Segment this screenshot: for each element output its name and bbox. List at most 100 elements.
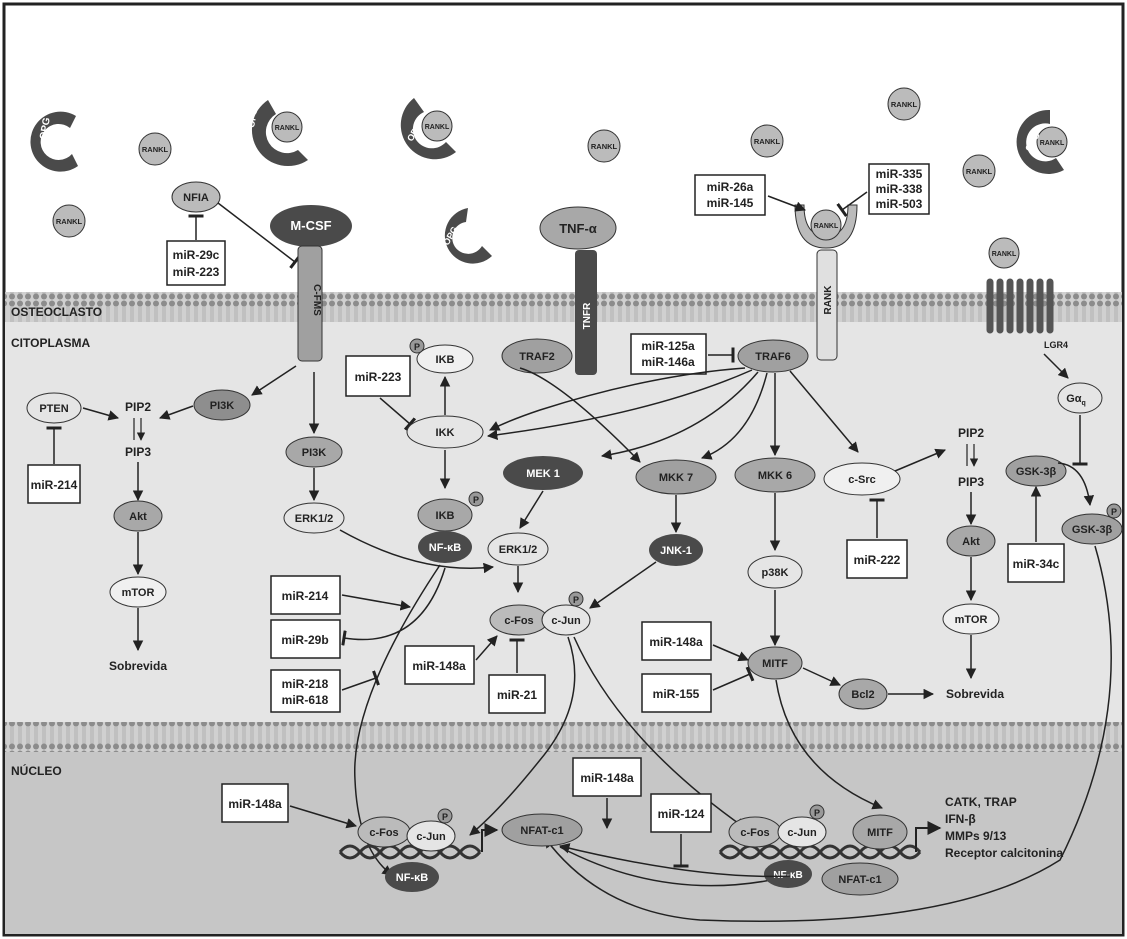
svg-text:miR-124: miR-124 — [658, 807, 705, 821]
svg-text:PIP3: PIP3 — [125, 445, 151, 459]
svg-text:ERK1/2: ERK1/2 — [499, 544, 538, 556]
svg-text:IKK: IKK — [436, 427, 455, 439]
svg-text:JNK-1: JNK-1 — [660, 545, 692, 557]
svg-text:MITF: MITF — [762, 658, 788, 670]
svg-text:RANKL: RANKL — [425, 124, 450, 131]
svg-text:miR-155: miR-155 — [653, 687, 700, 701]
svg-text:IFN-β: IFN-β — [945, 812, 976, 826]
svg-text:ERK1/2: ERK1/2 — [295, 513, 334, 525]
svg-text:MKK 7: MKK 7 — [659, 472, 693, 484]
svg-text:Akt: Akt — [129, 511, 147, 523]
svg-text:c-Jun: c-Jun — [416, 831, 446, 843]
svg-text:miR-148a: miR-148a — [228, 797, 282, 811]
svg-text:c-Jun: c-Jun — [551, 615, 581, 627]
svg-text:LGR4: LGR4 — [1044, 340, 1068, 350]
svg-text:MITF: MITF — [867, 827, 893, 839]
svg-text:c-Fos: c-Fos — [504, 615, 533, 627]
svg-text:RANK: RANK — [823, 285, 834, 315]
svg-text:miR-21: miR-21 — [497, 688, 537, 702]
svg-text:miR-26a: miR-26a — [707, 180, 754, 194]
svg-text:TRAF2: TRAF2 — [519, 351, 554, 363]
svg-text:P: P — [442, 812, 448, 822]
svg-text:RANKL: RANKL — [814, 223, 839, 230]
svg-text:c-Fos: c-Fos — [740, 827, 769, 839]
cytoplasm-label: CITOPLASMA — [11, 336, 90, 350]
svg-text:NF-κB: NF-κB — [396, 872, 428, 884]
svg-text:TNFR: TNFR — [582, 302, 593, 329]
svg-text:P: P — [1111, 507, 1117, 517]
svg-text:MEK 1: MEK 1 — [526, 468, 560, 480]
nuclear-membrane — [5, 722, 1122, 752]
svg-text:c-Fos: c-Fos — [369, 827, 398, 839]
svg-text:p38K: p38K — [762, 567, 789, 579]
svg-text:RANKL: RANKL — [1040, 140, 1065, 147]
svg-text:miR-503: miR-503 — [876, 197, 923, 211]
svg-text:miR-335: miR-335 — [876, 167, 923, 181]
svg-text:Bcl2: Bcl2 — [851, 689, 874, 701]
svg-text:Akt: Akt — [962, 536, 980, 548]
svg-text:PIP2: PIP2 — [958, 426, 984, 440]
svg-text:P: P — [414, 342, 420, 352]
svg-text:CATK, TRAP: CATK, TRAP — [945, 795, 1017, 809]
svg-text:RANKL: RANKL — [142, 145, 169, 154]
svg-text:PIP2: PIP2 — [125, 400, 151, 414]
svg-text:miR-618: miR-618 — [282, 693, 329, 707]
svg-text:MKK 6: MKK 6 — [758, 470, 792, 482]
svg-text:GSK-3β: GSK-3β — [1016, 466, 1057, 478]
svg-text:mTOR: mTOR — [955, 614, 988, 626]
svg-text:miR-146a: miR-146a — [641, 355, 695, 369]
svg-text:miR-338: miR-338 — [876, 182, 923, 196]
svg-text:PI3K: PI3K — [302, 447, 327, 459]
svg-text:TNF-α: TNF-α — [559, 221, 597, 236]
svg-text:PTEN: PTEN — [39, 403, 68, 415]
svg-text:NF-κB: NF-κB — [429, 542, 461, 554]
svg-text:miR-223: miR-223 — [355, 370, 402, 384]
svg-text:MMPs 9/13: MMPs 9/13 — [945, 829, 1007, 843]
svg-text:miR-29b: miR-29b — [281, 633, 328, 647]
svg-text:RANKL: RANKL — [992, 251, 1017, 258]
nucleus-label: NÚCLEO — [11, 763, 62, 778]
svg-text:PI3K: PI3K — [210, 400, 235, 412]
svg-text:P: P — [473, 495, 479, 505]
svg-text:miR-148a: miR-148a — [649, 635, 703, 649]
lgr4-receptor — [990, 282, 1050, 330]
svg-text:miR-148a: miR-148a — [412, 659, 466, 673]
svg-text:miR-223: miR-223 — [173, 265, 220, 279]
survival-left: Sobrevida — [109, 659, 167, 673]
svg-text:miR-218: miR-218 — [282, 677, 329, 691]
osteoclast-label: OSTEOCLASTO — [11, 305, 102, 319]
svg-text:Receptor calcitonina: Receptor calcitonina — [945, 846, 1063, 860]
svg-text:RANKL: RANKL — [966, 167, 993, 176]
svg-text:miR-148a: miR-148a — [580, 771, 634, 785]
svg-text:miR-214: miR-214 — [282, 589, 329, 603]
svg-text:NFAT-c1: NFAT-c1 — [838, 874, 881, 886]
svg-text:RANKL: RANKL — [56, 217, 83, 226]
svg-text:GSK-3β: GSK-3β — [1072, 524, 1113, 536]
svg-text:RANKL: RANKL — [754, 137, 781, 146]
svg-text:RANKL: RANKL — [891, 100, 918, 109]
svg-text:RANKL: RANKL — [591, 142, 618, 151]
svg-text:NFAT-c1: NFAT-c1 — [520, 825, 563, 837]
svg-text:PIP3: PIP3 — [958, 475, 984, 489]
svg-text:RANKL: RANKL — [275, 125, 300, 132]
svg-text:IKB: IKB — [436, 510, 455, 522]
svg-text:NFIA: NFIA — [183, 192, 209, 204]
svg-text:miR-222: miR-222 — [854, 553, 901, 567]
svg-text:C-FMS: C-FMS — [311, 284, 322, 316]
svg-text:IKB: IKB — [436, 354, 455, 366]
svg-text:miR-214: miR-214 — [31, 478, 78, 492]
svg-text:P: P — [814, 808, 820, 818]
svg-text:miR-145: miR-145 — [707, 196, 754, 210]
survival-right: Sobrevida — [946, 687, 1004, 701]
svg-text:miR-34c: miR-34c — [1013, 557, 1060, 571]
svg-text:TRAF6: TRAF6 — [755, 351, 790, 363]
cell-membrane — [5, 292, 1122, 322]
svg-text:P: P — [573, 595, 579, 605]
cytoplasm-region — [5, 322, 1122, 722]
svg-text:c-Src: c-Src — [848, 474, 876, 486]
svg-text:miR-125a: miR-125a — [641, 339, 695, 353]
svg-text:mTOR: mTOR — [122, 587, 155, 599]
svg-text:miR-29c: miR-29c — [173, 248, 220, 262]
